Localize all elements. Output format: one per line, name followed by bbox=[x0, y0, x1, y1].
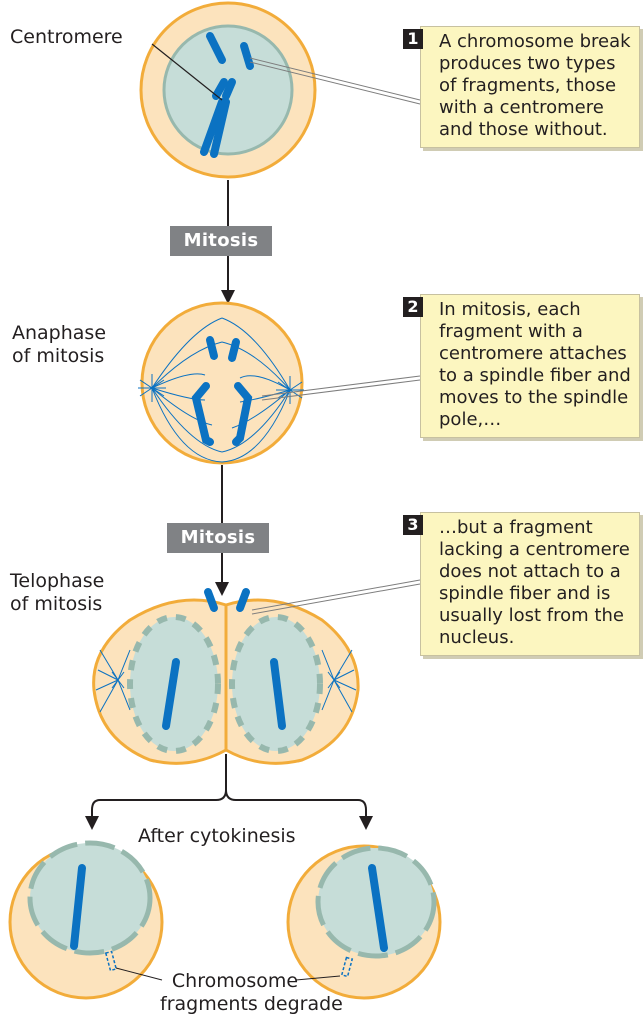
note-number: 3 bbox=[403, 515, 423, 535]
nucleus bbox=[30, 843, 150, 953]
mitosis-badge-1: Mitosis bbox=[170, 226, 272, 256]
telophase-cell bbox=[94, 580, 420, 763]
note-text: In mitosis, each fragment with a centrom… bbox=[421, 295, 639, 437]
interphase-cell bbox=[141, 3, 420, 177]
mitosis-badge-2: Mitosis bbox=[167, 523, 269, 553]
fragments-degrade-label: Chromosome fragments degrade bbox=[160, 970, 310, 1016]
telophase-label: Telophase of mitosis bbox=[10, 570, 104, 616]
chromosome-fragment bbox=[232, 342, 236, 358]
cytokinesis-arrows bbox=[92, 754, 366, 818]
note-1: 1 A chromosome break produces two types … bbox=[420, 26, 640, 148]
chromosome-fragment bbox=[208, 592, 214, 608]
note-number: 1 bbox=[403, 29, 423, 49]
note-3-leader bbox=[252, 580, 420, 610]
after-cytokinesis-label: After cytokinesis bbox=[138, 825, 296, 848]
note-2: 2 In mitosis, each fragment with a centr… bbox=[420, 294, 640, 438]
chromosome-fragment bbox=[240, 592, 246, 608]
anaphase-label: Anaphase of mitosis bbox=[12, 322, 106, 368]
chromosome-fragment bbox=[210, 340, 214, 356]
note-text: A chromosome break produces two types of… bbox=[421, 27, 639, 147]
note-text: …but a fragment lacking a centromere doe… bbox=[421, 513, 639, 655]
anaphase-cell bbox=[138, 303, 420, 463]
centromere-label: Centromere bbox=[10, 26, 123, 49]
note-3: 3 …but a fragment lacking a centromere d… bbox=[420, 512, 640, 656]
daughter-cell-left bbox=[10, 843, 162, 998]
note-number: 2 bbox=[403, 297, 423, 317]
daughter-cell-right bbox=[288, 846, 440, 998]
